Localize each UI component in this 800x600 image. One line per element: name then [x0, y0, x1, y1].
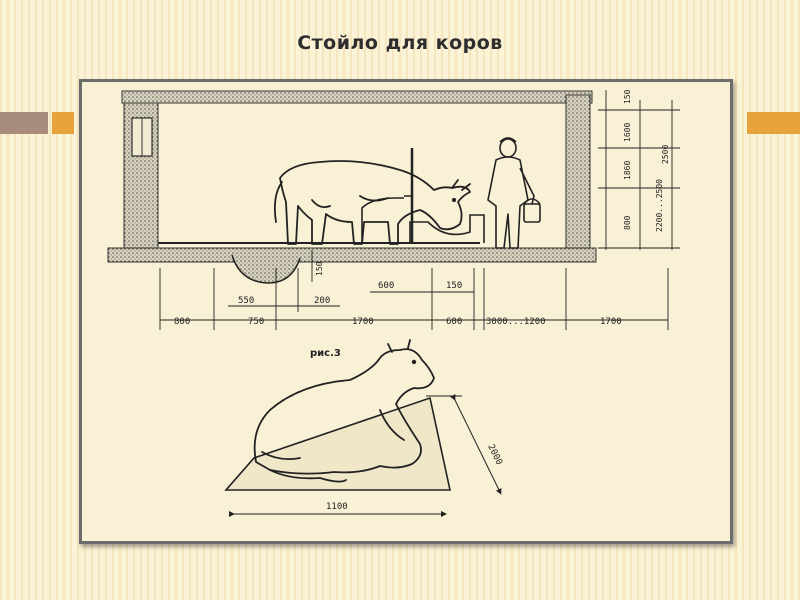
dim-vertical-4: 2500: [661, 145, 670, 164]
decor-band-right-orange: [747, 112, 800, 134]
dim-bottom-2: 750: [248, 317, 264, 327]
decor-band-left-orange: [52, 112, 74, 134]
dim-vertical-3: 800: [623, 215, 632, 230]
dim-vertical-2: 1600: [623, 123, 632, 142]
manure-channel: [231, 254, 301, 284]
lying-cow-illustration: [224, 339, 451, 491]
dim-channel-depth: 150: [315, 261, 324, 276]
dim-bottom-6: 1700: [600, 317, 622, 327]
farmer-illustration: [487, 137, 541, 249]
dim-upper-2: 200: [314, 296, 330, 306]
feeder: [409, 214, 485, 243]
dim-mat-length: 1100: [326, 502, 348, 512]
building-section: [107, 90, 597, 284]
slide-title: Стойло для коров: [297, 32, 503, 54]
dim-vertical-1: 150: [623, 89, 632, 104]
dim-vertical-6: 1860: [623, 161, 632, 180]
figure-label: рис.3: [310, 348, 341, 359]
dim-mat-diagonal: 2000: [485, 443, 503, 467]
decor-band-left-gray: [0, 112, 48, 134]
dim-bottom-1: 800: [174, 317, 190, 327]
dim-bottom-4: 600: [446, 317, 462, 327]
dim-upper-4: 150: [446, 281, 462, 291]
dim-bottom-3: 1700: [352, 317, 374, 327]
floor-slab: [107, 247, 597, 263]
dim-upper-3: 600: [378, 281, 394, 291]
lying-cow-dimensions: [229, 393, 502, 517]
section-dimension-lines: [159, 90, 680, 330]
stall-mat: [224, 396, 451, 491]
ceiling-slab: [121, 90, 593, 104]
right-wall: [565, 94, 591, 256]
dim-upper-1: 550: [238, 296, 254, 306]
standing-cow-illustration: [273, 160, 471, 245]
dim-vertical-5: 2200...2500: [655, 179, 664, 232]
dim-bottom-5: 3000...1200: [486, 317, 546, 327]
